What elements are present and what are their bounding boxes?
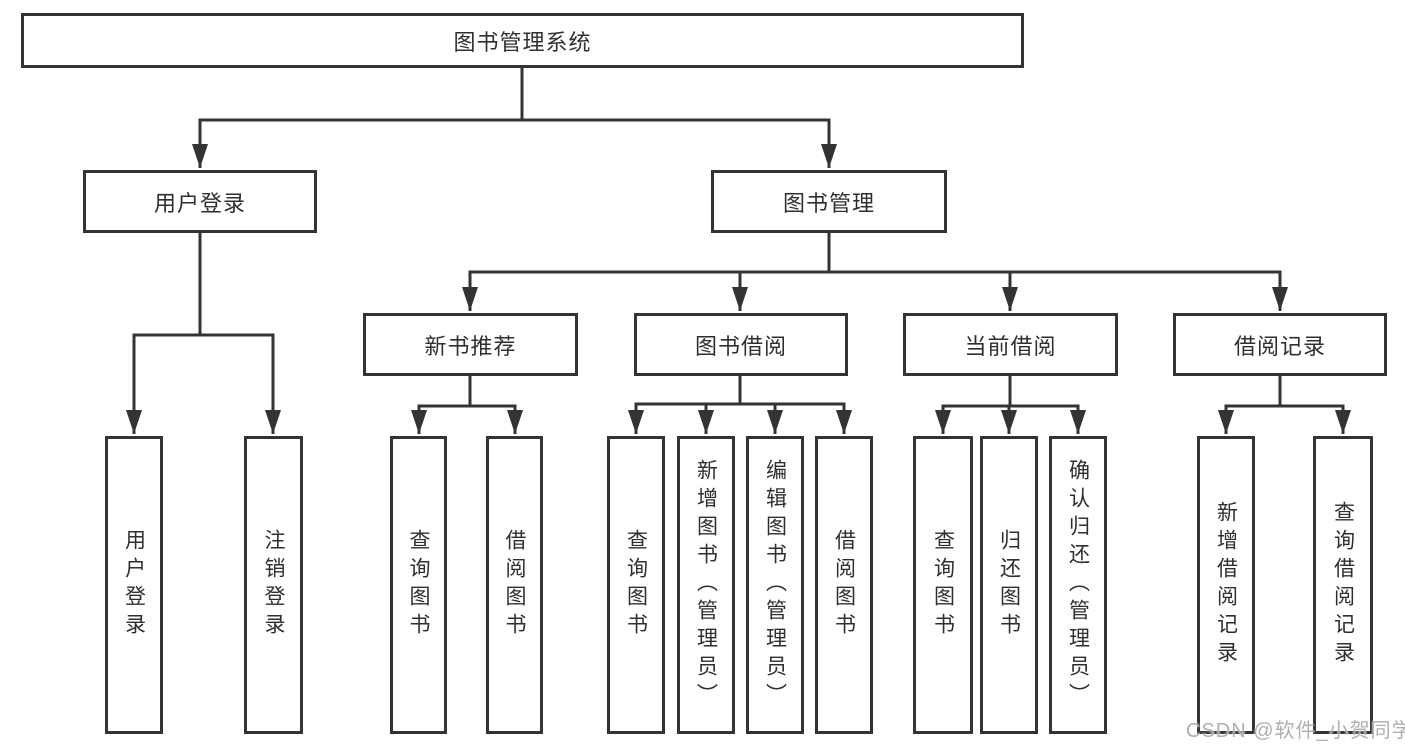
leaf-bb-borrow-book: 借阅图书 [815, 436, 873, 734]
leaf-bb-query-book: 查询图书 [607, 436, 665, 734]
node-book-management: 图书管理 [711, 170, 947, 233]
leaf-bb-borrow-book-label: 借阅图书 [832, 529, 856, 641]
node-user-login: 用户登录 [83, 170, 317, 233]
leaf-bb-add-book-admin-label: 新增图书（管理员） [694, 459, 718, 711]
leaf-br-add-record-label: 新增借阅记录 [1214, 501, 1238, 669]
leaf-cb-query-book: 查询图书 [913, 436, 973, 734]
node-new-book-recommend-label: 新书推荐 [424, 333, 517, 359]
node-borrow-records: 借阅记录 [1173, 313, 1387, 376]
leaf-bb-edit-book-admin-label: 编辑图书（管理员） [763, 459, 787, 711]
leaf-nbr-query-book-label: 查询图书 [407, 529, 430, 641]
leaf-cb-confirm-return-admin: 确认归还（管理员） [1049, 436, 1107, 734]
leaf-nbr-query-book: 查询图书 [390, 436, 447, 734]
leaf-cb-query-book-label: 查询图书 [931, 529, 955, 641]
leaf-cb-return-book-label: 归还图书 [997, 529, 1021, 641]
node-current-borrow-label: 当前借阅 [964, 333, 1057, 359]
leaf-bb-edit-book-admin: 编辑图书（管理员） [746, 436, 804, 734]
leaf-bb-query-book-label: 查询图书 [624, 529, 648, 641]
node-current-borrow: 当前借阅 [903, 313, 1118, 376]
leaf-cb-confirm-return-admin-label: 确认归还（管理员） [1066, 459, 1090, 711]
node-borrow-records-label: 借阅记录 [1233, 333, 1326, 359]
node-root-label: 图书管理系统 [453, 29, 592, 55]
node-book-management-label: 图书管理 [782, 190, 875, 216]
connector-trunks [132, 66, 1345, 408]
node-new-book-recommend: 新书推荐 [363, 313, 578, 376]
leaf-br-query-record: 查询借阅记录 [1313, 436, 1373, 734]
node-book-borrow: 图书借阅 [634, 313, 848, 376]
node-user-login-label: 用户登录 [153, 190, 246, 216]
watermark: CSDN @软件_小贺同学 [1186, 720, 1405, 742]
leaf-br-add-record: 新增借阅记录 [1197, 436, 1255, 734]
leaf-user-login: 用户登录 [105, 436, 163, 734]
leaf-nbr-borrow-book: 借阅图书 [486, 436, 543, 734]
leaf-nbr-borrow-book-label: 借阅图书 [503, 529, 526, 641]
leaf-bb-add-book-admin: 新增图书（管理员） [677, 436, 735, 734]
connector-arrows [126, 120, 1351, 434]
node-root: 图书管理系统 [21, 13, 1024, 68]
leaf-logout: 注销登录 [244, 436, 303, 734]
leaf-user-login-label: 用户登录 [122, 529, 146, 641]
leaf-logout-label: 注销登录 [262, 529, 285, 641]
node-book-borrow-label: 图书借阅 [694, 333, 787, 359]
leaf-cb-return-book: 归还图书 [980, 436, 1038, 734]
leaf-br-query-record-label: 查询借阅记录 [1331, 501, 1355, 669]
